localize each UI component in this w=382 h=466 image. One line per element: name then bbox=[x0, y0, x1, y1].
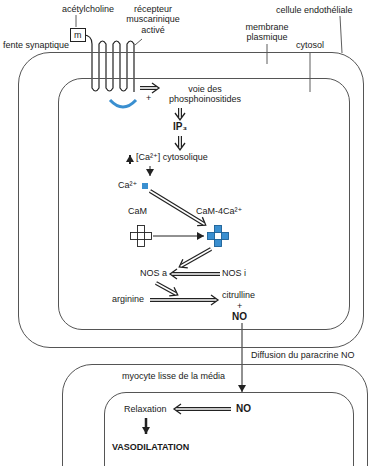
pathway-label: CaM-4Ca²⁺ bbox=[196, 206, 242, 216]
endothelial-cell: cellule endothélialemembrane plasmiquecy… bbox=[18, 52, 364, 348]
pathway-label: NOS i bbox=[222, 268, 246, 278]
pathway-label: CaM bbox=[128, 206, 147, 216]
g-protein-symbol bbox=[110, 100, 136, 107]
leader-lines bbox=[76, 15, 342, 92]
annotation-label: + bbox=[146, 93, 151, 103]
cytosol-compartment: cytosolvoie des phosphoinositidesIP₃[Ca²… bbox=[58, 78, 350, 330]
calmodulin-symbol bbox=[131, 226, 152, 247]
edge-label: Diffusion du paracrine NO bbox=[250, 350, 355, 360]
annotation-label: récepteur muscarinique activé bbox=[122, 4, 184, 35]
cell-label: membrane plasmique bbox=[236, 22, 298, 43]
annotation-label: fente synaptique bbox=[3, 40, 69, 50]
effect-label: NO bbox=[236, 403, 251, 415]
pathway-label: NOS a bbox=[140, 268, 167, 278]
ligand-label: m bbox=[74, 29, 82, 41]
effect-label: VASODILATATION bbox=[112, 442, 189, 452]
calmodulin-calcium-symbol bbox=[208, 226, 229, 247]
effect-label: Relaxation bbox=[124, 404, 167, 414]
pathway-label: cytosol bbox=[296, 40, 324, 50]
pathway-label: arginine bbox=[112, 294, 144, 304]
cell-label: myocyte lisse de la média bbox=[122, 371, 225, 381]
pathway-label: citrulline bbox=[222, 290, 255, 300]
pathway-label: IP₃ bbox=[173, 121, 187, 133]
pathway-label: voie des phosphoinositides bbox=[162, 84, 248, 105]
calcium-ion bbox=[142, 183, 148, 189]
annotation-label: acétylcholine bbox=[62, 4, 114, 14]
double-arrows bbox=[140, 88, 231, 409]
smooth-muscle-cell: myocyte lisse de la médiaRelaxation NO VAS… bbox=[62, 364, 368, 466]
diffusion-arrow bbox=[242, 330, 243, 392]
pathway-label: NO bbox=[232, 311, 247, 323]
receptor-symbol bbox=[83, 35, 134, 92]
pathway-label: Ca²⁺ bbox=[118, 180, 137, 190]
cell-label: cellule endothéliale bbox=[276, 5, 353, 15]
myocyte-cytosol: Relaxation NO VASODILATATION bbox=[104, 392, 354, 466]
pathway-label: [Ca²⁺] cytosolique bbox=[136, 152, 208, 162]
ligand-box: m bbox=[70, 28, 86, 42]
pathway-label: + bbox=[237, 301, 242, 311]
